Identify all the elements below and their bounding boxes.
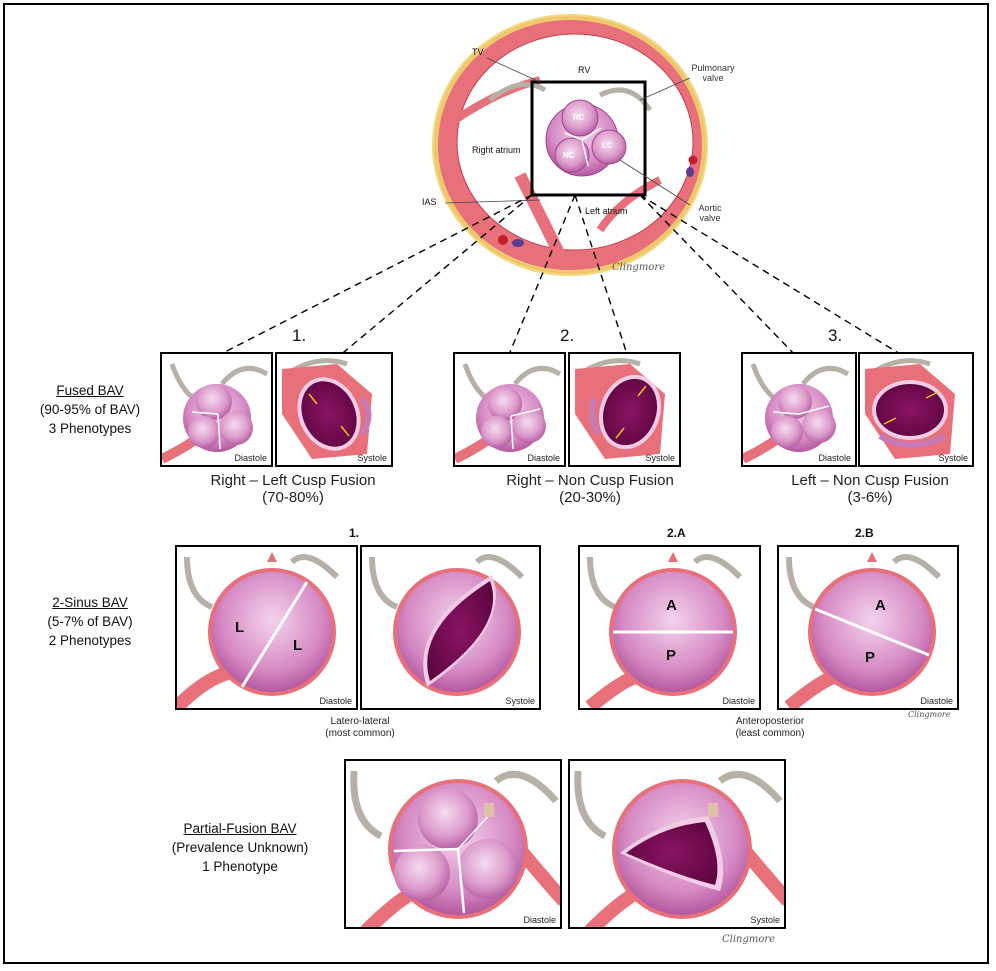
fused-3-diastole-panel: Diastole: [741, 352, 857, 467]
two-sinus-1-diastole-label: Diastole: [319, 696, 352, 706]
partial-diastole-panel: Diastole: [344, 759, 562, 929]
fused-bav-phenotypes: 3 Phenotypes: [48, 421, 132, 436]
two-sinus-2b-diastole-valve: [784, 552, 942, 708]
epicardial-fat: [432, 14, 708, 276]
partial-fusion-phenotypes: 1 Phenotype: [202, 859, 278, 874]
fused-number-3: 3.: [828, 326, 843, 345]
two-sinus-2b-diastole-label: Diastole: [920, 696, 953, 706]
fused-3-systole-valve: [865, 358, 955, 459]
fused-number-2: 2.: [560, 326, 575, 345]
cusp-letter-a-2a: A: [666, 597, 677, 614]
fused-bav-title: Fused BAV: [56, 383, 124, 398]
fused-2-diastole-valve: [455, 363, 562, 464]
fused-3-caption-title: Left – Non Cusp Fusion: [791, 472, 949, 489]
two-sinus-bav-label: 2-Sinus BAV (5-7% of BAV) 2 Phenotypes: [20, 593, 160, 650]
two-sinus-1-systole-valve: [369, 554, 525, 696]
label-pulmonary-valve: Pulmonary valve: [691, 63, 735, 83]
two-sinus-number-1: 1.: [349, 526, 360, 540]
two-sinus-bav-phenotypes: 2 Phenotypes: [48, 633, 132, 648]
fused-3-systole-panel: Systole: [858, 352, 974, 467]
two-sinus-2a-diastole-valve: [585, 552, 743, 708]
cusp-letter-a-2b: A: [875, 597, 886, 614]
interatrial-septum: [514, 172, 566, 258]
partial-diastole-valve: [350, 770, 560, 927]
fused-1-caption-percent: (70-80%): [262, 489, 324, 506]
label-aortic-valve: Aortic valve: [698, 203, 722, 223]
two-sinus-number-2a: 2.A: [667, 526, 686, 540]
partial-systole-panel: Systole: [568, 759, 786, 929]
two-sinus-1-diastole-valve: [177, 552, 340, 708]
cusp-letter-p-2b: P: [865, 649, 876, 666]
partial-fusion-prevalence: (Prevalence Unknown): [171, 840, 309, 855]
fused-2-caption-title: Right – Non Cusp Fusion: [506, 472, 674, 489]
fused-number-1: 1.: [292, 326, 307, 345]
fused-3-caption: Left – Non Cusp Fusion (3-6%): [770, 472, 970, 506]
partial-signature: Clingmore: [722, 934, 776, 945]
label-rc: RC: [573, 113, 585, 122]
two-sinus-1-diastole-panel: L L Diastole: [175, 545, 358, 710]
tricuspid-leaflet: [488, 81, 547, 102]
fused-1-diastole-label: Diastole: [234, 453, 267, 463]
aortic-valve-overview: [545, 99, 627, 177]
two-sinus-bav-title: 2-Sinus BAV: [52, 595, 128, 610]
fused-bav-label: Fused BAV (90-95% of BAV) 3 Phenotypes: [20, 381, 160, 438]
fused-2-diastole-panel: Diastole: [453, 352, 566, 467]
two-sinus-1-systole-panel: Systole: [360, 545, 541, 710]
label-right-atrium: Right atrium: [472, 145, 521, 155]
partial-fusion-title: Partial-Fusion BAV: [183, 821, 297, 836]
label-ias: IAS: [422, 197, 437, 207]
cusp-letter-l-left: L: [235, 619, 245, 636]
fused-1-diastole-panel: Diastole: [160, 352, 273, 467]
cusp-letter-p-2a: P: [666, 647, 677, 664]
label-rv: RV: [578, 65, 591, 75]
fused-1-systole-panel: Systole: [275, 352, 393, 467]
fused-bav-prevalence: (90-95% of BAV): [39, 402, 141, 417]
coronary-vessel: [498, 235, 508, 245]
fused-1-caption-title: Right – Left Cusp Fusion: [210, 472, 376, 489]
partial-diastole-label: Diastole: [523, 915, 556, 925]
label-lc: LC: [602, 141, 613, 150]
two-sinus-left-caption-1: Latero-lateral: [330, 716, 390, 727]
fused-3-systole-label: Systole: [938, 453, 968, 463]
fused-1-systole-label: Systole: [357, 453, 387, 463]
label-left-atrium: Left atrium: [585, 206, 628, 216]
cusp-letter-l-right: L: [293, 637, 303, 654]
fused-2-caption-percent: (20-30%): [559, 489, 621, 506]
two-sinus-right-caption-2: (least common): [735, 728, 805, 739]
fused-1-systole-valve: [282, 358, 372, 459]
partial-fusion-label: Partial-Fusion BAV (Prevalence Unknown) …: [150, 819, 330, 876]
two-sinus-signature: Clingmore: [908, 710, 951, 719]
fused-2-systole-panel: Systole: [568, 352, 681, 467]
two-sinus-left-caption-2: (most common): [325, 728, 395, 739]
fused-2-systole-valve: [575, 358, 665, 459]
fused-3-caption-percent: (3-6%): [847, 489, 893, 506]
two-sinus-left-caption: Latero-lateral (most common): [290, 716, 430, 740]
two-sinus-1-systole-label: Systole: [505, 696, 535, 706]
fused-1-caption: Right – Left Cusp Fusion (70-80%): [193, 472, 393, 506]
fused-3-diastole-valve: [743, 363, 850, 464]
fused-2-systole-label: Systole: [645, 453, 675, 463]
two-sinus-2a-diastole-label: Diastole: [722, 696, 755, 706]
dashed-connectors: [214, 194, 906, 358]
two-sinus-right-caption-1: Anteroposterior: [735, 716, 805, 727]
figure-frame: [3, 3, 989, 964]
two-sinus-number-2b: 2.B: [855, 526, 874, 540]
fused-2-diastole-label: Diastole: [527, 453, 560, 463]
two-sinus-bav-prevalence: (5-7% of BAV): [47, 614, 133, 629]
fused-3-diastole-label: Diastole: [818, 453, 851, 463]
label-nc: NC: [563, 151, 575, 160]
artist-signature: Clingmore: [612, 262, 666, 273]
two-sinus-right-caption: Anteroposterior (least common): [700, 716, 840, 740]
two-sinus-2a-diastole-panel: A P Diastole: [578, 545, 761, 710]
label-tv: TV: [472, 47, 484, 57]
fused-2-caption: Right – Non Cusp Fusion (20-30%): [480, 472, 700, 506]
two-sinus-2b-diastole-panel: A P Diastole: [777, 545, 959, 710]
partial-systole-valve: [574, 770, 784, 927]
fused-1-diastole-valve: [162, 363, 269, 464]
partial-systole-label: Systole: [750, 915, 780, 925]
highlight-box: [530, 80, 647, 197]
